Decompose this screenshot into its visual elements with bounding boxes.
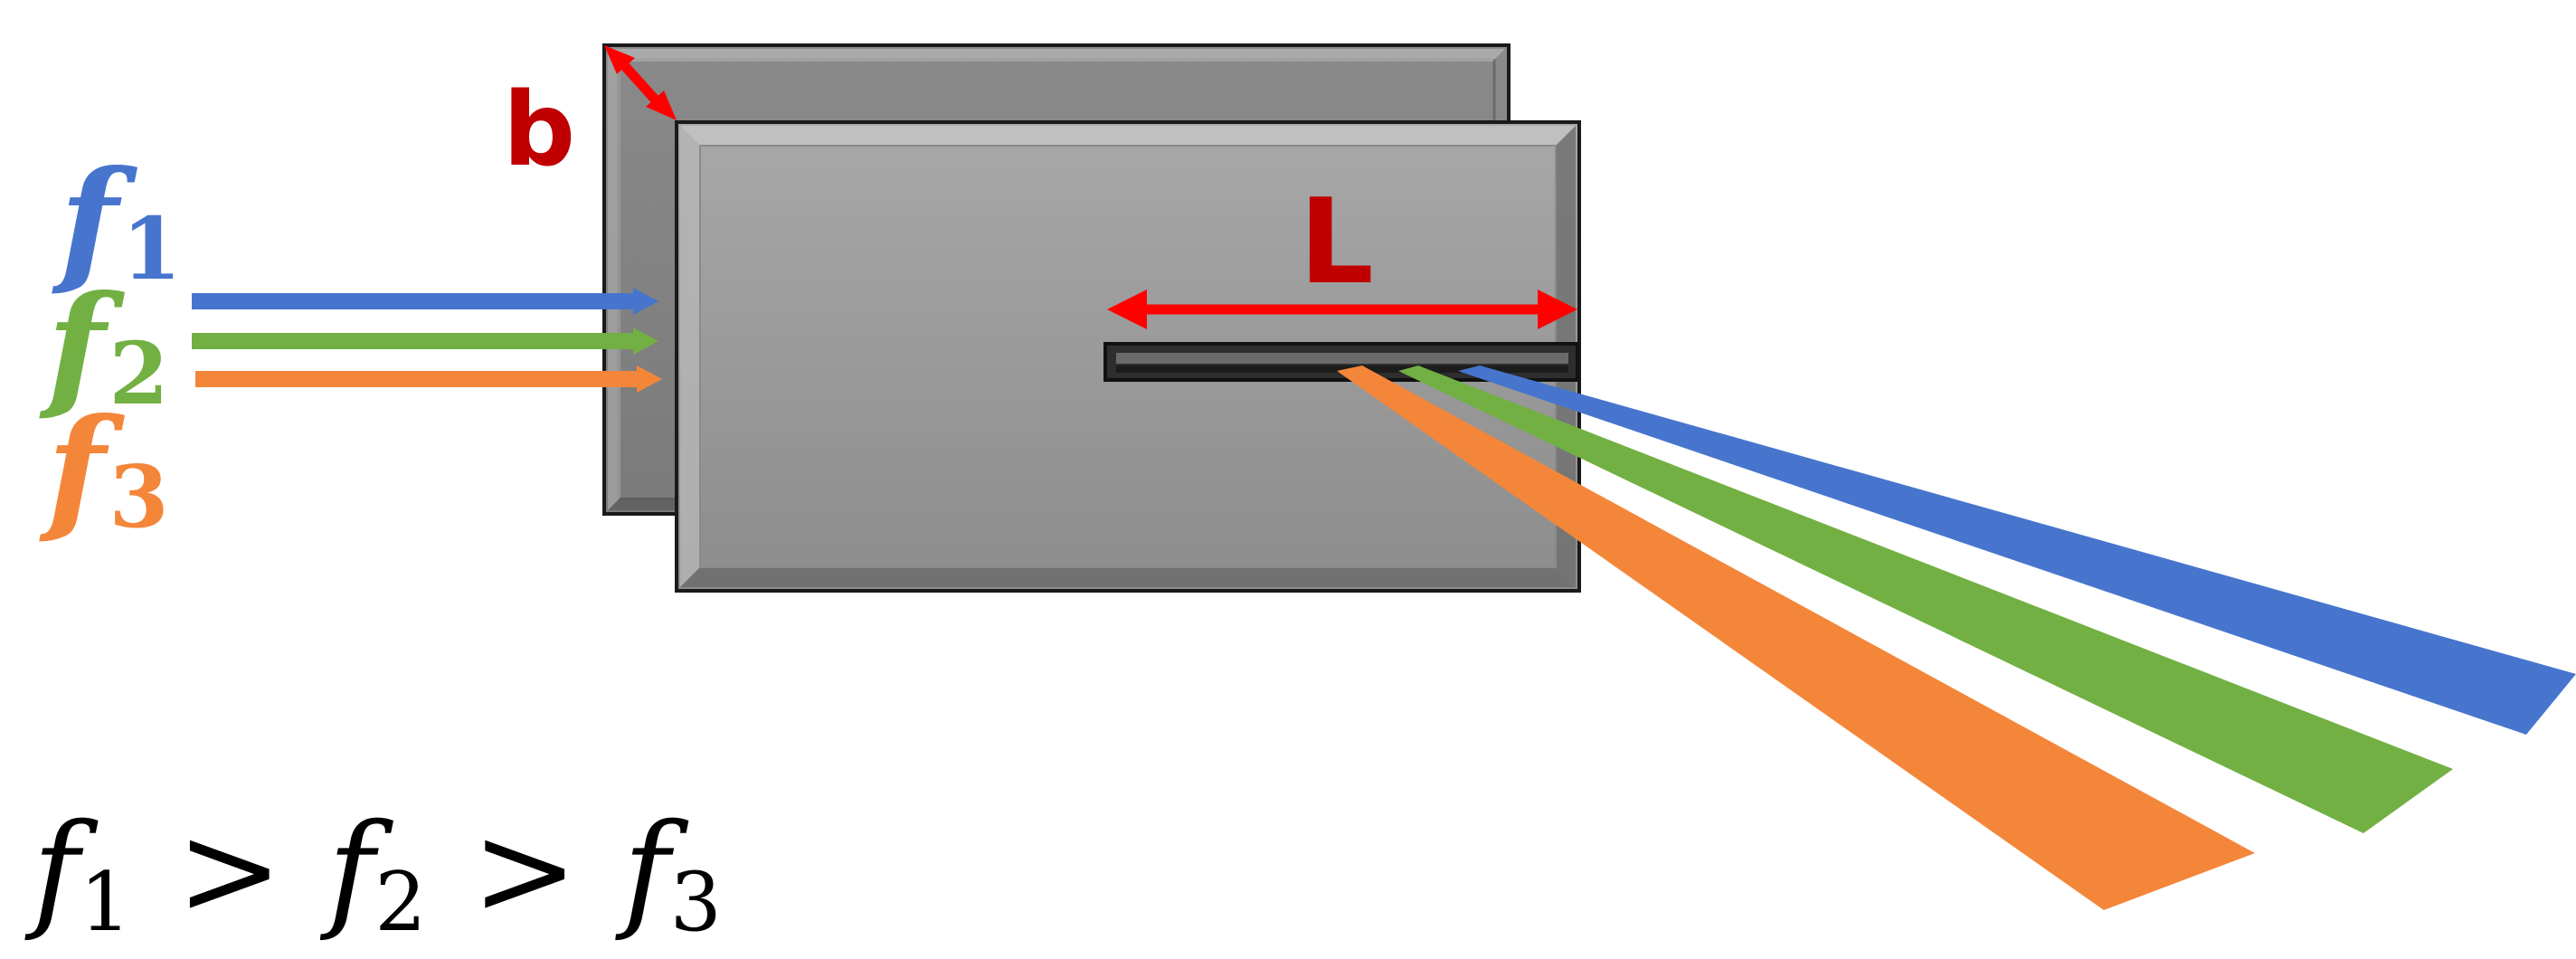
output-beams xyxy=(1337,366,2576,910)
input-arrowhead-f3 xyxy=(637,366,662,393)
frequency-relation: f1>f2>f3 xyxy=(24,797,722,950)
dimension-L: L xyxy=(1107,173,1577,329)
freq-label-f2: f2 xyxy=(39,266,169,425)
dimension-b-label: b xyxy=(503,71,575,189)
input-arrowhead-f2 xyxy=(633,328,658,355)
beam-f1 xyxy=(1458,366,2576,735)
frequency-labels: f1 f2 f3 xyxy=(39,141,182,548)
dimension-L-label: L xyxy=(1299,173,1374,310)
beam-f3 xyxy=(1337,366,2255,910)
input-arrowhead-f1 xyxy=(633,288,658,315)
input-arrows xyxy=(192,288,662,393)
dimension-b: b xyxy=(503,45,677,189)
beam-f2 xyxy=(1398,366,2453,833)
